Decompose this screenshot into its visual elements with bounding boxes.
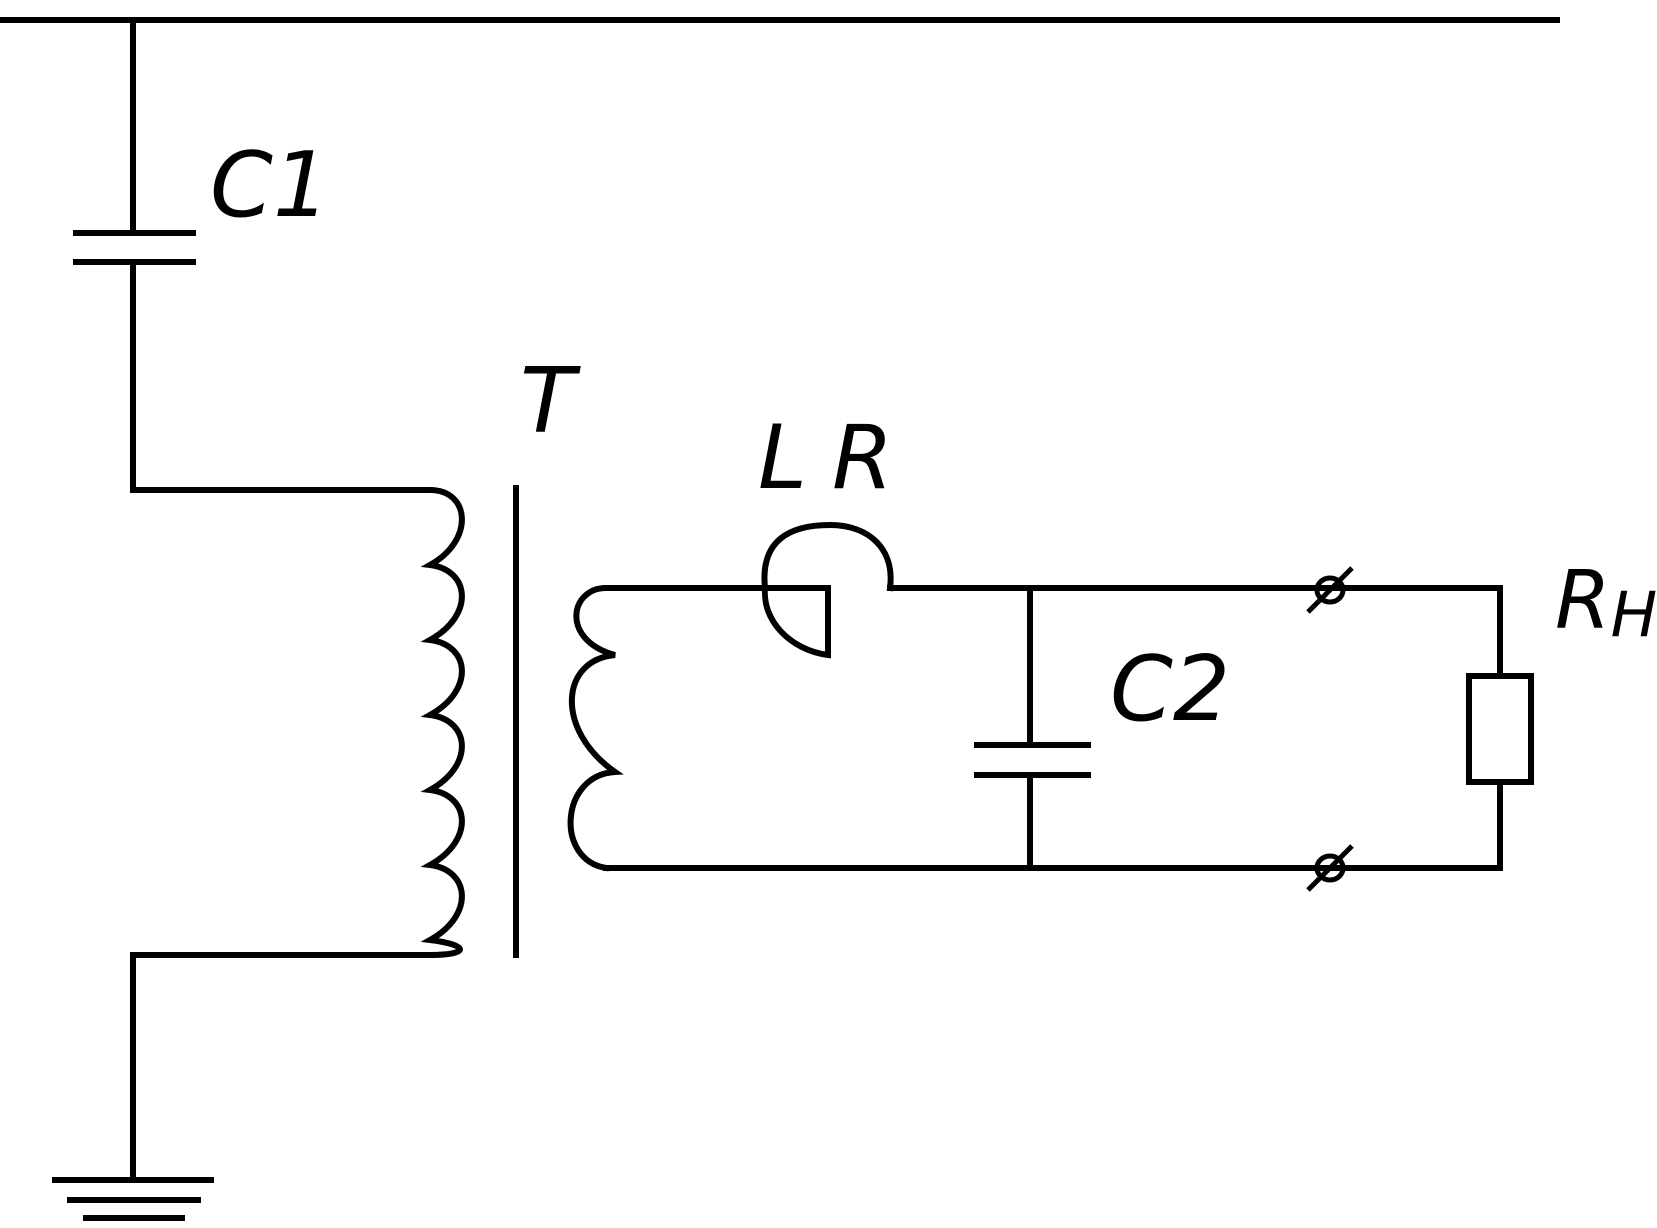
label-c1: C1 [210, 133, 330, 238]
output-lines [1027, 585, 1503, 871]
label-c2: C2 [1110, 637, 1230, 742]
transformer-secondary-winding [567, 584, 1033, 872]
label-rh: RH [1555, 554, 1657, 651]
ground-symbol [52, 1177, 214, 1221]
load-resistor-rh [1466, 585, 1534, 871]
terminal-bottom [1306, 844, 1354, 892]
capacitor-c1 [73, 17, 196, 493]
label-rh-main: R [1555, 554, 1611, 647]
transformer-primary-winding [130, 486, 465, 1183]
terminal-top [1306, 566, 1354, 614]
capacitor-c2 [974, 585, 1091, 871]
label-rh-subscript: H [1611, 578, 1657, 651]
label-l: L [758, 406, 807, 509]
label-r: R [832, 406, 893, 509]
label-t: T [520, 349, 581, 454]
inductor-lr [761, 521, 1033, 659]
